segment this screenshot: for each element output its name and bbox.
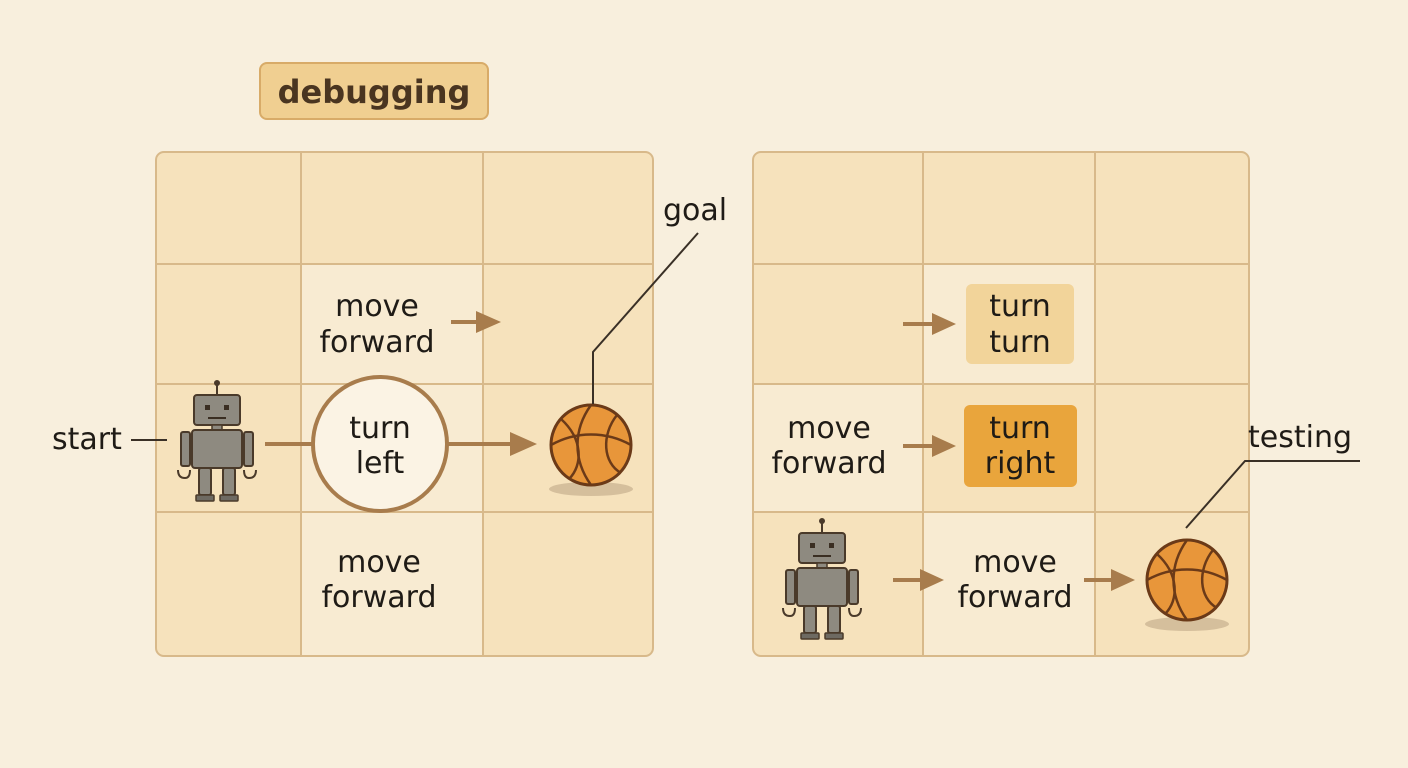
arrow-icon — [451, 311, 501, 333]
left-top-step-line1: move — [335, 289, 419, 324]
badge-mid: turn right — [964, 405, 1077, 487]
arrow-icon — [1084, 569, 1135, 591]
left-bottom-step: move forward — [321, 545, 436, 615]
left-bottom-step-line2: forward — [321, 580, 436, 615]
left-top-step: move forward — [319, 289, 434, 360]
right-bottom-step-line1: move — [973, 545, 1057, 580]
circle-step-line2: left — [356, 446, 405, 481]
arrow-icon — [903, 313, 956, 335]
goal-callout: goal — [592, 193, 727, 404]
testing-label: testing — [1248, 420, 1352, 455]
start-label: start — [52, 422, 122, 457]
testing-callout: testing — [1185, 420, 1360, 529]
title-badge: debugging — [259, 62, 489, 120]
left-top-step-line2: forward — [319, 325, 434, 360]
circle-step-line1: turn — [349, 411, 411, 446]
right-mid-step-line1: move — [787, 411, 871, 446]
goal-label: goal — [663, 193, 727, 228]
badge-top-line1: turn — [989, 289, 1051, 324]
right-mid-step: move forward — [771, 411, 886, 481]
arrow-icon — [893, 569, 944, 591]
badge-mid-line2: right — [985, 446, 1056, 481]
badge-top: turn turn — [966, 284, 1074, 364]
left-start-label: start — [52, 422, 167, 457]
right-bottom-step-line2: forward — [957, 580, 1072, 615]
left-bottom-step-line1: move — [337, 545, 421, 580]
arrow-icon — [903, 435, 956, 457]
title: debugging — [278, 73, 471, 111]
badge-mid-line1: turn — [989, 411, 1051, 446]
right-bottom-step: move forward — [957, 545, 1072, 615]
badge-top-line2: turn — [989, 325, 1051, 360]
left-circle-step: turn left — [311, 375, 449, 513]
arrow-icon — [447, 432, 537, 456]
right-mid-step-line2: forward — [771, 446, 886, 481]
